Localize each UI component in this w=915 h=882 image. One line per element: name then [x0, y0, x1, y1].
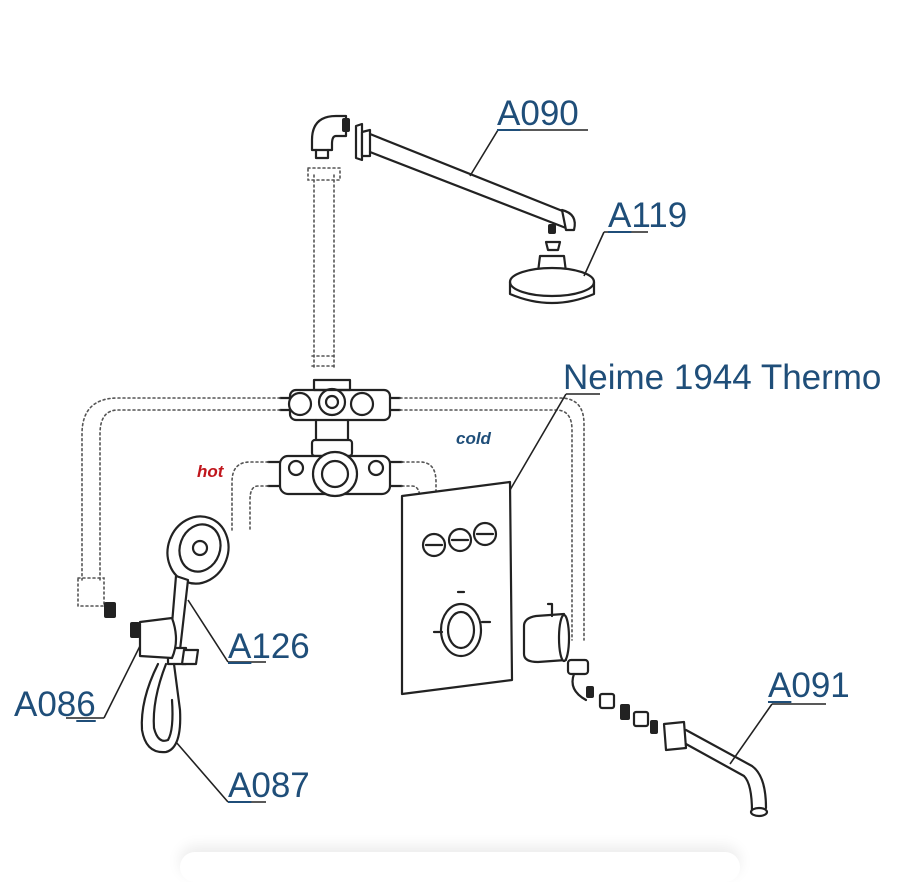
- hot-water-label: hot: [197, 462, 224, 481]
- riser-pipe: [307, 167, 341, 371]
- label-control-panel: Neime 1944 Thermo: [563, 358, 882, 397]
- label-spout: A091: [768, 666, 850, 705]
- spout: [522, 602, 769, 818]
- footer-card-edge: [180, 852, 740, 882]
- label-hose: A087: [228, 766, 310, 805]
- thermostatic-valve-body: [266, 450, 404, 498]
- shower-hose: [140, 662, 182, 754]
- wall-outlet-holder: [104, 602, 200, 666]
- label-hand-shower: A126: [228, 627, 310, 666]
- shower-arm: [354, 122, 576, 234]
- upper-diverter-valve: [278, 378, 402, 458]
- label-shower-head: A119: [608, 196, 688, 235]
- cold-water-label: cold: [456, 429, 491, 448]
- shower-head: [508, 240, 596, 305]
- control-plate: [400, 480, 514, 696]
- label-shower-arm: A090: [497, 94, 579, 133]
- leader-lines: [66, 129, 826, 803]
- label-wall-outlet: A086: [14, 685, 96, 724]
- top-elbow: [310, 114, 350, 160]
